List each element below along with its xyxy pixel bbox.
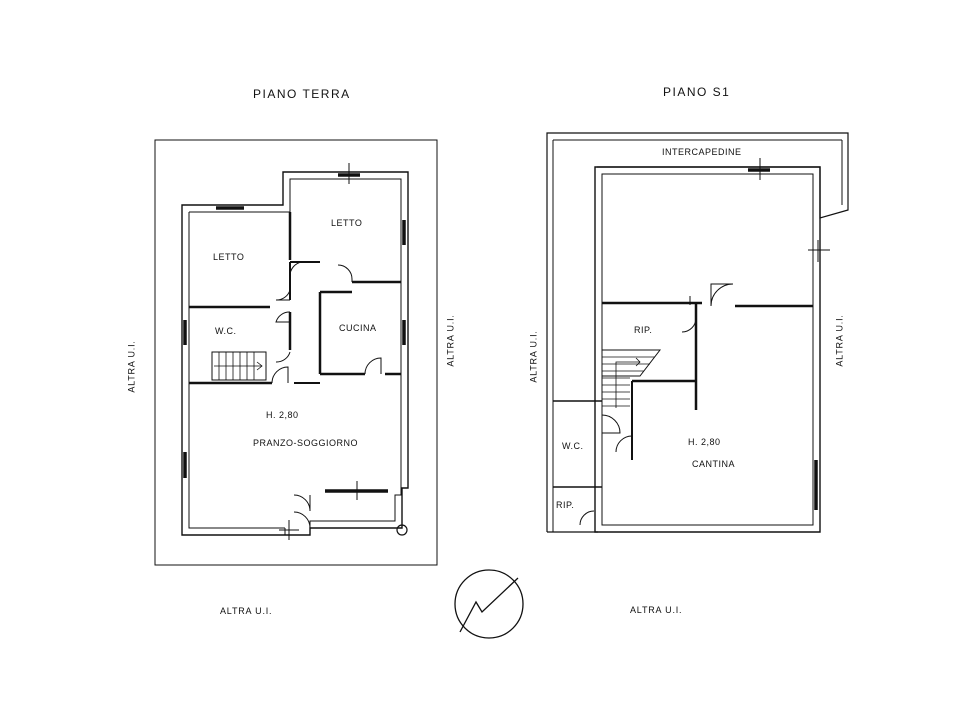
ground-room-letto-right: LETTO [331, 218, 363, 228]
basement-room-rip-lower: RIP. [556, 500, 575, 510]
basement-windows [748, 168, 818, 510]
basement-stair-arrow [615, 357, 641, 408]
ground-room-pranzo-soggiorno: PRANZO-SOGGIORNO [253, 438, 359, 448]
basement-room-rip-upper: RIP. [634, 325, 653, 335]
ground-floor-plan [154, 139, 438, 566]
ground-doors [271, 261, 382, 529]
basement-title: PIANO S1 [663, 85, 731, 99]
basement-room-intercapedine: INTERCAPEDINE [662, 147, 742, 157]
ground-neighbor-bottom: ALTRA U.I. [220, 606, 273, 616]
basement-lot-boundary [546, 132, 849, 532]
ground-neighbor-left: ALTRA U.I. [126, 340, 137, 393]
ground-room-cucina: CUCINA [339, 323, 377, 333]
basement-room-cantina: CANTINA [692, 459, 736, 469]
basement-plan [546, 132, 849, 533]
ground-room-letto-left: LETTO [213, 252, 245, 262]
basement-doors [579, 283, 734, 526]
ground-lot-boundary [154, 139, 438, 566]
basement-room-wc: W.C. [562, 441, 584, 451]
basement-neighbor-left: ALTRA U.I. [528, 330, 539, 383]
ground-room-wc: W.C. [215, 326, 237, 336]
ground-stair-arrow [214, 361, 263, 371]
ground-floor-title: PIANO TERRA [253, 87, 351, 101]
basement-neighbor-bottom: ALTRA U.I. [630, 605, 683, 615]
basement-room-height: H. 2,80 [688, 437, 721, 447]
ground-room-height: H. 2,80 [266, 410, 299, 420]
ground-neighbor-right: ALTRA U.I. [445, 314, 456, 367]
ground-exterior-wall-outer [181, 171, 409, 536]
basement-marks [689, 158, 830, 305]
ground-exterior-wall-inner [188, 178, 402, 535]
north-arrow-icon [454, 569, 524, 639]
ground-staircase [211, 351, 267, 381]
ground-manhole [396, 524, 408, 536]
basement-staircase [602, 349, 662, 377]
basement-exterior-wall-inner [601, 173, 814, 526]
ground-window-marks [279, 163, 358, 540]
basement-neighbor-right: ALTRA U.I. [834, 314, 845, 367]
basement-exterior-wall-outer [594, 166, 821, 533]
